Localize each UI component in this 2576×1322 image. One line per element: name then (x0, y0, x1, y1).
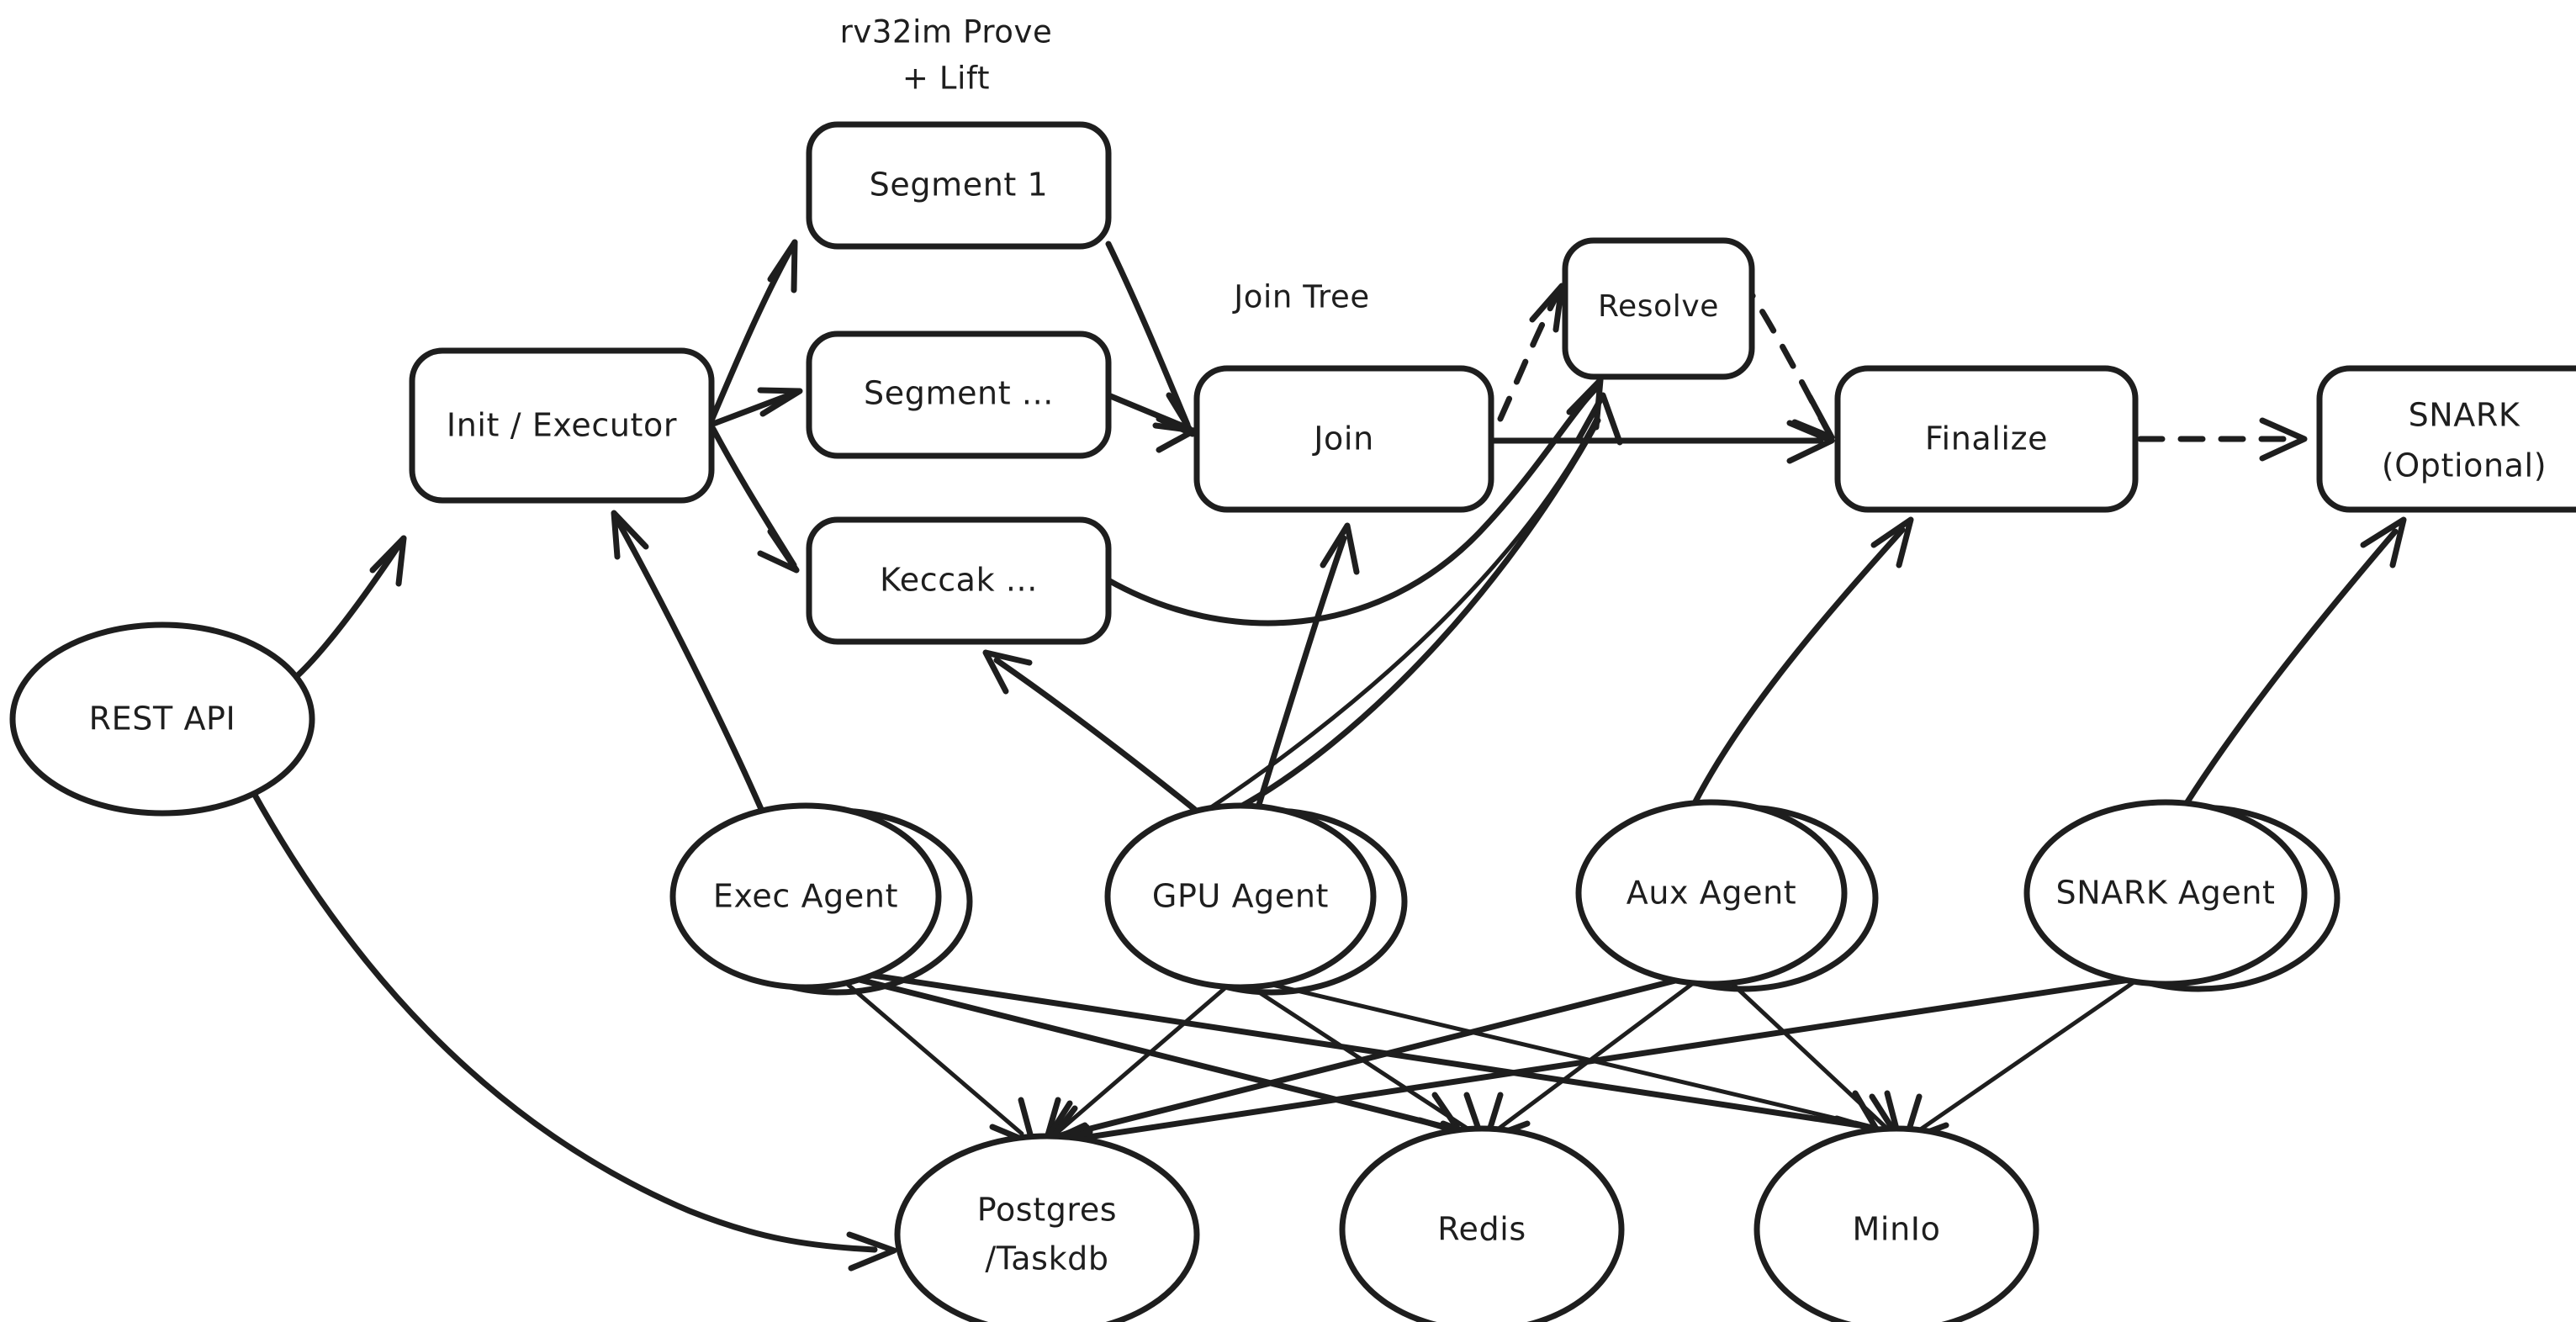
edge-aux-agent-to-finalize (1691, 516, 1914, 806)
node-redis-label: Redis (1437, 1211, 1526, 1248)
node-resolve[interactable]: Resolve (1562, 237, 1755, 380)
node-segment-n-label: Segment ... (864, 375, 1054, 412)
edge-rest-api-to-postgres (249, 787, 897, 1272)
edge-segment-n-to-join (1105, 392, 1198, 453)
node-finalize[interactable]: Finalize (1834, 365, 2139, 513)
node-snark-optional-label-line2: (Optional) (2382, 447, 2547, 484)
rv32im-prove-line1: rv32im Prove (840, 14, 1053, 50)
edge-rest-api-to-init-executor (293, 535, 407, 680)
node-join-label: Join (1312, 420, 1374, 457)
edge-gpu-agent-to-resolve (1209, 392, 1623, 812)
node-join[interactable]: Join (1193, 365, 1494, 513)
node-rest-api-label: REST API (89, 701, 236, 738)
edge-layer (249, 239, 2407, 1272)
join-tree-label: Join Tree (1232, 279, 1370, 315)
node-init-executor-label: Init / Executor (447, 407, 677, 444)
node-snark-agent-label: SNARK Agent (2055, 875, 2275, 912)
node-snark-optional-label-line1: SNARK (2409, 397, 2520, 434)
node-segment-1[interactable]: Segment 1 (806, 121, 1112, 250)
edge-snark-agent-to-snark-optional (2183, 516, 2407, 806)
node-exec-agent[interactable]: Exec Agent (669, 802, 973, 996)
edge-exec-agent-to-postgres (843, 980, 1036, 1147)
rv32im-prove-line2: + Lift (902, 61, 990, 97)
node-finalize-label: Finalize (1925, 420, 2048, 457)
edge-segment-1-to-join (1105, 241, 1196, 437)
node-keccak-n-label: Keccak ... (880, 562, 1038, 599)
node-minio[interactable]: MinIo (1753, 1125, 2039, 1322)
free-label-join-tree: Join Tree (1232, 279, 1370, 315)
node-minio-label: MinIo (1853, 1211, 1941, 1248)
node-snark-agent[interactable]: SNARK Agent (2023, 799, 2341, 992)
edge-join-to-resolve (1497, 283, 1565, 422)
node-aux-agent-label: Aux Agent (1627, 875, 1797, 912)
node-snark-optional[interactable]: SNARK (Optional) (2316, 365, 2576, 513)
node-keccak-n[interactable]: Keccak ... (806, 516, 1112, 645)
edge-finalize-to-snark (2137, 417, 2308, 462)
node-gpu-agent-label: GPU Agent (1152, 878, 1329, 915)
node-segment-n[interactable]: Segment ... (806, 330, 1112, 459)
edge-gpu-agent-to-join (1255, 522, 1360, 811)
edge-init-executor-to-segment-n (710, 387, 803, 427)
node-postgres[interactable]: Postgres /Taskdb (894, 1133, 1200, 1322)
edge-gpu-agent-to-keccak-n (982, 649, 1198, 812)
node-exec-agent-label: Exec Agent (713, 878, 898, 915)
node-aux-agent[interactable]: Aux Agent (1575, 799, 1879, 992)
node-postgres-label-line2: /Taskdb (985, 1240, 1108, 1277)
edge-init-executor-to-keccak-n (710, 426, 800, 574)
node-rest-api[interactable]: REST API (9, 621, 315, 817)
edge-init-executor-to-segment-1 (708, 239, 798, 424)
edge-exec-agent-to-redis (846, 974, 1463, 1135)
node-gpu-agent[interactable]: GPU Agent (1104, 802, 1408, 996)
edge-exec-agent-to-init-executor (611, 510, 764, 812)
free-label-rv32im-prove-lift: rv32im Prove + Lift (840, 14, 1053, 97)
node-init-executor[interactable]: Init / Executor (409, 347, 715, 504)
node-segment-1-label: Segment 1 (870, 167, 1049, 204)
node-resolve-label: Resolve (1598, 289, 1719, 324)
node-redis[interactable]: Redis (1339, 1125, 1625, 1322)
node-postgres-label-line1: Postgres (977, 1192, 1117, 1229)
edge-snark-agent-to-minio (1902, 978, 2139, 1144)
